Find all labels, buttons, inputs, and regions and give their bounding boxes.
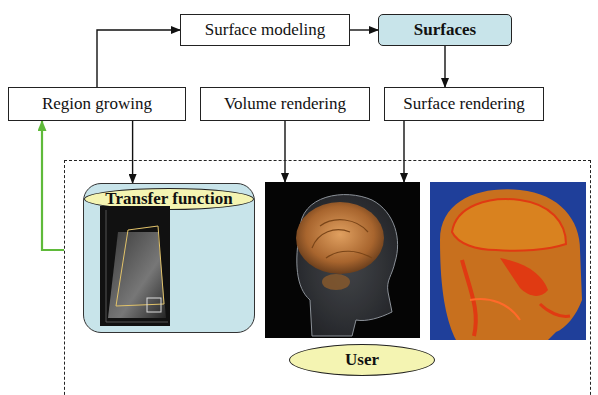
feedback-arrow (42, 121, 64, 250)
process-box: Surface rendering (384, 87, 544, 121)
user-region: User Transfer function (64, 160, 591, 395)
node-label: Volume rendering (224, 94, 346, 114)
result-box: Surfaces (378, 14, 512, 46)
transfer-function-box: Transfer function (83, 183, 255, 333)
user-label: User (289, 344, 435, 376)
process-box: Volume rendering (200, 87, 370, 121)
flow-arrow (284, 121, 285, 182)
process-box: Region growing (8, 87, 186, 121)
volume-render-image (265, 182, 420, 338)
node-label: Transfer function (84, 188, 254, 210)
flow-arrow (403, 121, 404, 182)
flow-arrow (132, 121, 133, 183)
process-box: Surface modeling (180, 14, 350, 46)
surface-render-image (430, 182, 586, 340)
flow-arrow (444, 46, 445, 87)
flow-arrow (97, 30, 180, 87)
node-label: Region growing (42, 94, 152, 114)
node-label: Surface modeling (205, 20, 325, 40)
node-label: Surface rendering (403, 94, 524, 114)
flow-arrow (350, 29, 378, 30)
node-label: Surfaces (414, 20, 476, 40)
